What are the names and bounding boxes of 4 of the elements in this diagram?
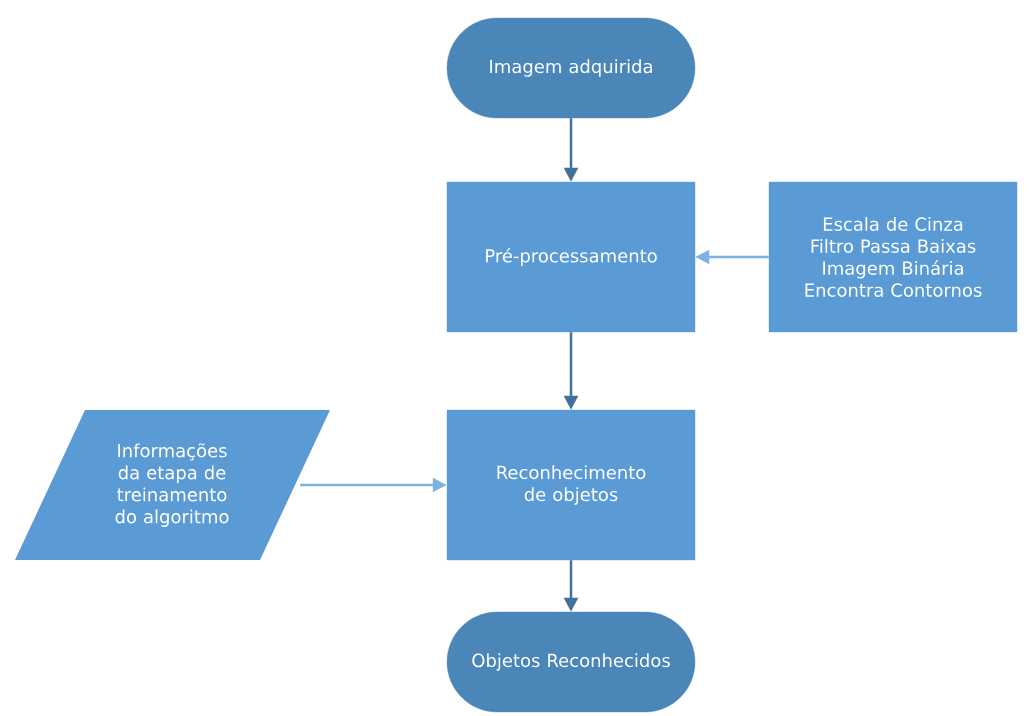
data-parallelogram: Informações da etapa de treinamento do algoritmo — [15, 410, 330, 560]
process-box: Reconhecimento de objetos — [446, 409, 696, 561]
process-box: Pré-processamento — [446, 181, 696, 333]
process-box: Escala de Cinza Filtro Passa Baixas Imagem Binária Encontra Contornos — [768, 181, 1018, 333]
